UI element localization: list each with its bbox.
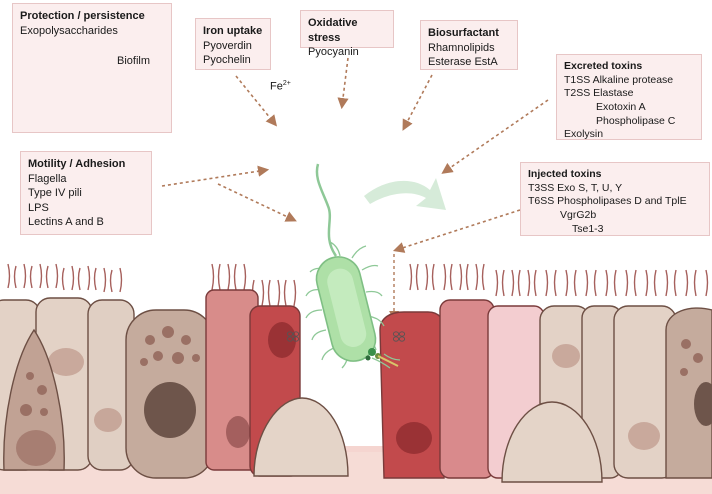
pili (305, 241, 401, 369)
movement-arrow (364, 178, 446, 210)
biosurfactant-item: Esterase EstA (428, 56, 498, 69)
oxidative-item: Pyocyanin (308, 46, 359, 59)
bacterium (305, 163, 401, 369)
arrow-motility-1 (161, 165, 270, 187)
biosurfactant-box: Biosurfactant Rhamnolipids Esterase EstA (420, 20, 518, 70)
biosurfactant-title: Biosurfactant (428, 27, 499, 39)
iron-uptake-box: Iron uptake Pyoverdin Pyochelin (195, 18, 271, 70)
motility-item: LPS (28, 201, 49, 214)
cell-round-right (501, 401, 603, 483)
fe-sup: 2+ (282, 80, 291, 87)
junctions (286, 331, 406, 342)
injected-line: T6SS Phospholipases D and TplE (528, 195, 687, 208)
iron-item: Pyoverdin (203, 39, 252, 52)
injected-line: Tse1-3 (572, 222, 604, 235)
injected-line: T3SS Exo S, T, U, Y (528, 181, 623, 194)
excreted-title: Excreted toxins (564, 60, 643, 72)
dashed-arrows (161, 57, 549, 253)
fe-label: Fe2+ (270, 80, 291, 93)
right-cells (501, 305, 712, 483)
flagellum (315, 163, 338, 257)
left-cells (0, 297, 215, 479)
microvilli (7, 263, 709, 307)
excreted-line: Exotoxin A (596, 100, 646, 113)
excreted-line: Exolysin (564, 128, 604, 141)
biosurfactant-item: Rhamnolipids (428, 41, 495, 54)
arrow-iron (235, 75, 278, 127)
excreted-line: T1SS Alkaline protease (564, 73, 674, 86)
excreted-toxins-box: Excreted toxins T1SS Alkaline protease T… (556, 54, 702, 140)
injected-toxins-box: Injected toxins T3SS Exo S, T, U, Y T6SS… (520, 162, 710, 236)
excreted-line: Phospholipase C (596, 114, 676, 127)
oxidative-title: Oxidative stress (308, 17, 358, 44)
protection-box: Protection / persistence Exopolysacchari… (12, 3, 172, 133)
motility-item: Lectins A and B (28, 216, 104, 229)
biofilm-label: Biofilm (117, 55, 151, 67)
oxidative-stress-box: Oxidative stress Pyocyanin (300, 10, 394, 58)
protection-title: Protection / persistence (20, 10, 145, 22)
excreted-line: T2SS Elastase (564, 87, 634, 100)
iron-title: Iron uptake (203, 25, 263, 37)
motility-title: Motility / Adhesion (28, 158, 126, 170)
motility-item: Flagella (28, 172, 67, 185)
iron-item: Pyochelin (203, 54, 251, 67)
cell-red-right-2 (439, 299, 495, 479)
injection-needle (365, 348, 399, 367)
arrow-biosurfactant (402, 74, 433, 131)
motility-box: Motility / Adhesion Flagella Type IV pil… (20, 151, 152, 235)
cell-round-left (253, 397, 349, 477)
protection-item: Exopolysaccharides (20, 24, 118, 37)
arrow-oxidative (337, 57, 349, 110)
injected-line: VgrG2b (560, 208, 597, 221)
fe-text: Fe (270, 80, 283, 93)
arrow-injected (392, 209, 521, 253)
injected-title: Injected toxins (528, 168, 602, 180)
arrow-motility-2 (217, 183, 297, 222)
motility-item: Type IV pili (28, 187, 82, 200)
left-red-cells (205, 289, 349, 477)
